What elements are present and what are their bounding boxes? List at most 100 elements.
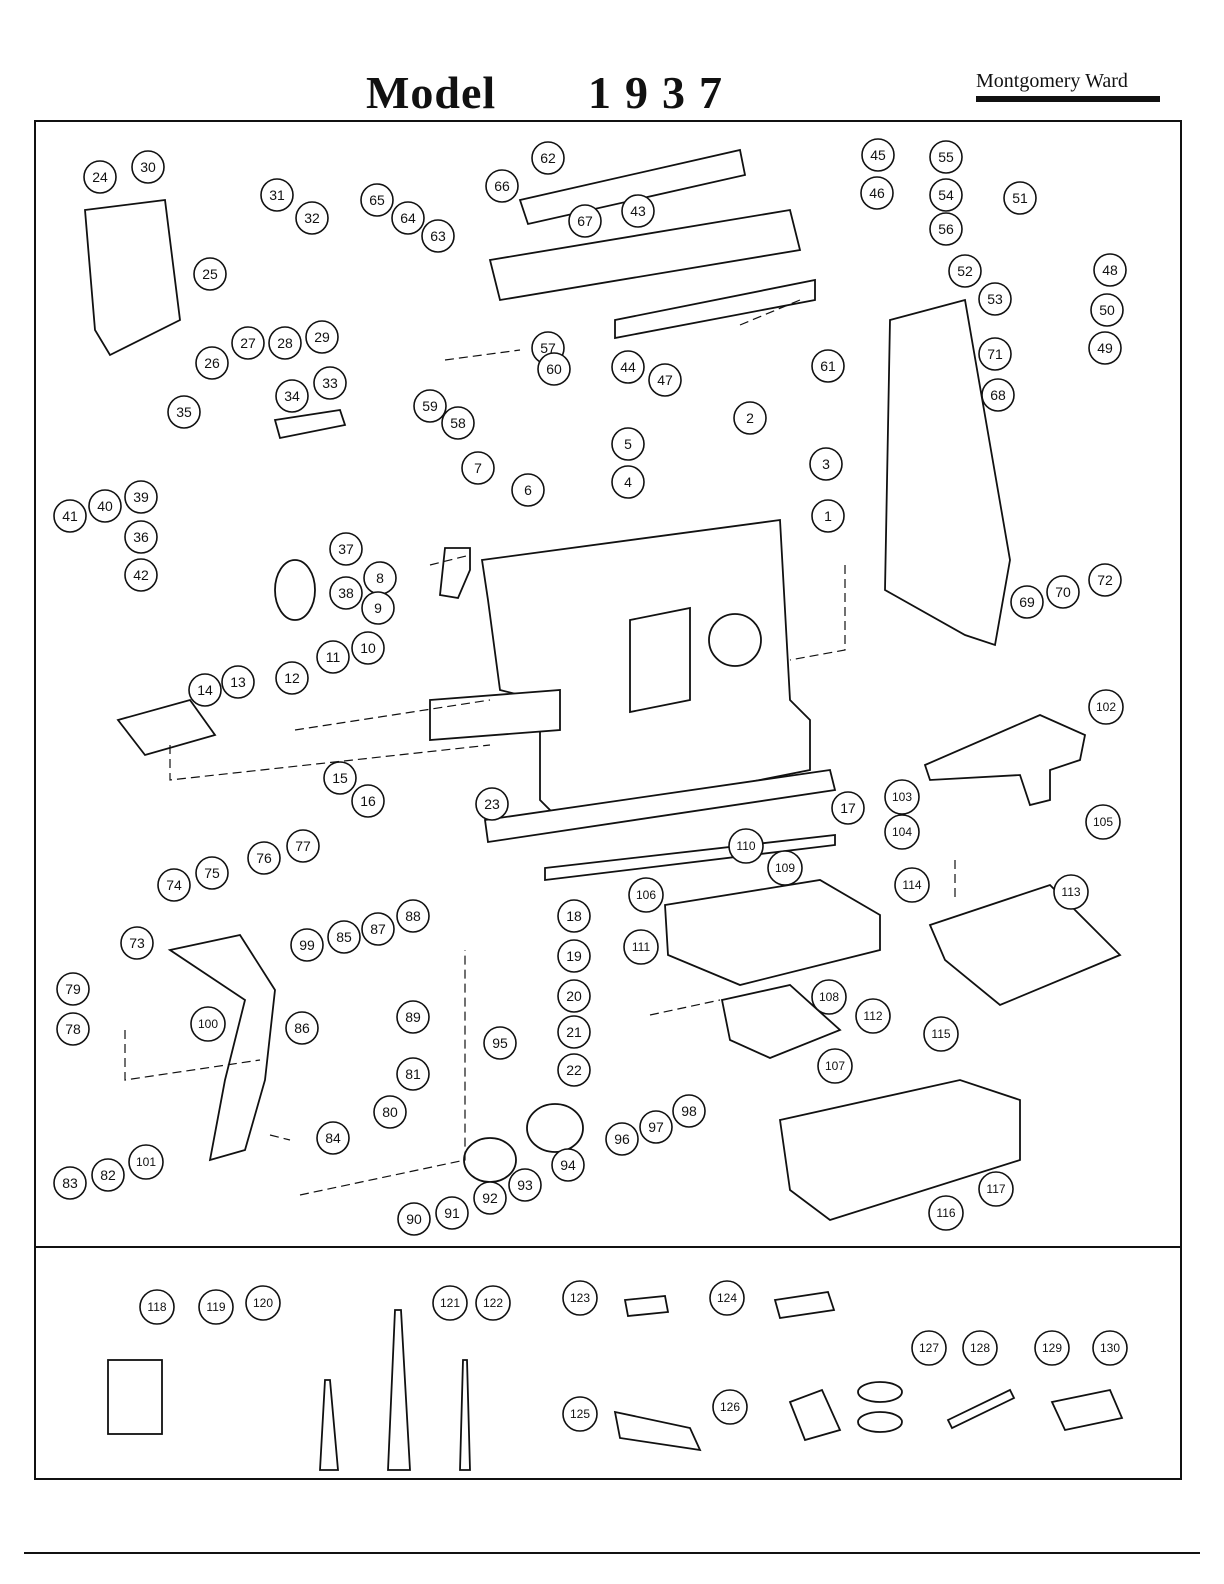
callout-label: 14 [197, 682, 213, 698]
callout-label: 101 [136, 1155, 156, 1169]
shaft [273, 408, 347, 440]
callout-87: 87 [361, 912, 395, 946]
callout-circle [396, 1057, 430, 1091]
callout-circle [53, 1166, 87, 1200]
callout-circle [485, 169, 519, 203]
callout-label: 95 [492, 1035, 508, 1051]
callout-circle [811, 499, 845, 533]
callout-56: 56 [929, 212, 963, 246]
callout-36: 36 [124, 520, 158, 554]
callout-83: 83 [53, 1166, 87, 1200]
callout-circle [855, 998, 891, 1034]
callout-94: 94 [551, 1148, 585, 1182]
callout-circle [56, 972, 90, 1006]
callout-circle [884, 814, 920, 850]
callout-circle [928, 1195, 964, 1231]
callout-24: 24 [83, 160, 117, 194]
callout-21: 21 [557, 1015, 591, 1049]
callout-circle [557, 899, 591, 933]
mechanism-frame [167, 933, 276, 1162]
callout-circle [167, 395, 201, 429]
callout-label: 114 [902, 878, 921, 892]
callout-label: 116 [936, 1206, 955, 1220]
callout-circle [231, 326, 265, 360]
callout-label: 25 [202, 266, 218, 282]
callout-circle [894, 867, 930, 903]
callout-label: 54 [938, 187, 954, 203]
callout-circle [860, 176, 894, 210]
callout-circle [831, 791, 865, 825]
callout-13: 13 [221, 665, 255, 699]
callout-circle [247, 841, 281, 875]
callout-label: 62 [540, 150, 556, 166]
callout-44: 44 [611, 350, 645, 384]
callout-circle [139, 1289, 175, 1325]
callout-label: 123 [570, 1291, 590, 1305]
callout-label: 29 [314, 329, 330, 345]
callout-95: 95 [483, 1026, 517, 1060]
callout-circle [623, 929, 659, 965]
callout-58: 58 [441, 406, 475, 440]
callout-22: 22 [557, 1053, 591, 1087]
callout-10: 10 [351, 631, 385, 665]
callout-112: 112 [855, 998, 891, 1034]
callout-circle [672, 1094, 706, 1128]
part-drawings [84, 148, 1124, 1471]
callout-99: 99 [290, 928, 324, 962]
callout-91: 91 [435, 1196, 469, 1230]
callout-62: 62 [531, 141, 565, 175]
callout-label: 88 [405, 908, 421, 924]
callout-30: 30 [131, 150, 165, 184]
callout-128: 128 [962, 1330, 998, 1366]
callout-circle [551, 1148, 585, 1182]
callout-circle [639, 1110, 673, 1144]
callout-circle [198, 1289, 234, 1325]
callout-label: 43 [630, 203, 646, 219]
callout-label: 64 [400, 210, 416, 226]
callout-label: 81 [405, 1066, 421, 1082]
callout-circle [323, 761, 357, 795]
callout-32: 32 [295, 201, 329, 235]
callout-circle [1088, 331, 1122, 365]
callout-circle [483, 1026, 517, 1060]
callout-label: 121 [440, 1296, 460, 1310]
callout-27: 27 [231, 326, 265, 360]
callout-69: 69 [1010, 585, 1044, 619]
base-plate [928, 883, 1122, 1007]
callout-label: 100 [198, 1017, 218, 1031]
callout-circle [929, 140, 963, 174]
callout-circle [611, 465, 645, 499]
callout-41: 41 [53, 499, 87, 533]
callout-label: 37 [338, 541, 354, 557]
callout-113: 113 [1053, 874, 1089, 910]
needle-pack [107, 1359, 163, 1435]
callout-20: 20 [557, 979, 591, 1013]
callout-115: 115 [923, 1016, 959, 1052]
callout-label: 8 [376, 570, 384, 586]
callout-circle [767, 850, 803, 886]
top-cover [488, 208, 802, 302]
callout-label: 68 [990, 387, 1006, 403]
arm-opening [629, 606, 691, 714]
callout-label: 120 [253, 1296, 273, 1310]
callout-circle [295, 201, 329, 235]
callout-label: 119 [206, 1300, 225, 1314]
callout-circle [728, 828, 764, 864]
callout-101: 101 [128, 1144, 164, 1180]
callout-label: 56 [938, 221, 954, 237]
callout-label: 86 [294, 1020, 310, 1036]
callout-26: 26 [195, 346, 229, 380]
callout-116: 116 [928, 1195, 964, 1231]
callout-label: 70 [1055, 584, 1071, 600]
callout-circle [124, 520, 158, 554]
callout-129: 129 [1034, 1330, 1070, 1366]
callout-label: 128 [970, 1341, 990, 1355]
callout-label: 129 [1042, 1341, 1062, 1355]
callout-circle [475, 1285, 511, 1321]
callout-34: 34 [275, 379, 309, 413]
callout-67: 67 [568, 204, 602, 238]
callout-125: 125 [562, 1396, 598, 1432]
callout-label: 13 [230, 674, 246, 690]
model-label: Model [366, 67, 497, 118]
callout-label: 32 [304, 210, 320, 226]
